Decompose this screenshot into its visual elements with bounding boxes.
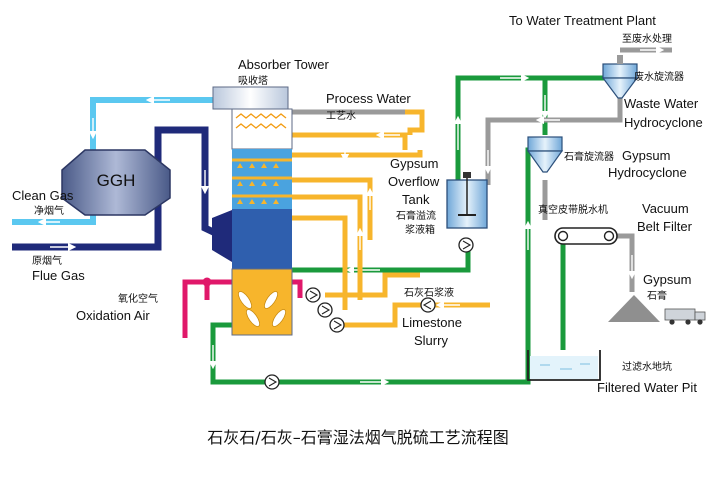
waste-water-hydrocyclone [601,55,639,99]
waste-arrows [483,45,665,280]
overflow-tank-label-en3: Tank [402,192,430,207]
vacuum-belt-filter [554,227,618,245]
limestone-label-en2: Slurry [414,333,448,348]
waste-hydrocyclone-label-zh: 废水旋流器 [634,70,684,83]
overflow-tank-label-en1: Gypsum [390,156,438,171]
diagram-title: 石灰石/石灰–石膏湿法烟气脱硫工艺流程图 [207,428,508,447]
filtrate-return-pump [264,374,280,390]
slurry-arrows [340,130,460,310]
slurry-pump-1 [305,287,321,303]
flue-gas-label-en: Flue Gas [32,268,85,283]
truck-icon [664,308,706,325]
flue-gas-inlet-duct [212,210,232,262]
gypsum-label-en: Gypsum [643,272,691,287]
clean-gas-arrows [37,95,170,227]
slurry-pump-2 [317,302,333,318]
waste-hydrocyclone-label-en1: Waste Water [624,96,699,111]
gypsum-hydrocyclone [526,136,564,173]
filtrate-arrows [208,73,550,387]
vacuum-filter-label-en2: Belt Filter [637,219,693,234]
process-water-label-en: Process Water [326,91,411,106]
oxidation-air-node-left [202,277,212,287]
water-treatment-label-en: To Water Treatment Plant [509,13,656,28]
overflow-tank-label-zh1: 石膏溢流 [396,209,436,222]
vacuum-filter-label-en1: Vacuum [642,201,689,216]
gypsum-label-zh: 石膏 [647,289,667,302]
limestone-label-zh: 石灰石浆液 [404,286,454,299]
water-treatment-label-zh: 至废水处理 [622,32,672,45]
ggh-label: GGH [97,171,136,190]
filtered-pit-label-en: Filtered Water Pit [597,380,697,395]
absorber-tower-label-zh: 吸收塔 [238,74,268,87]
flue-gas-label-zh: 原烟气 [32,254,62,267]
ggh-heat-exchanger: GGH [61,149,171,216]
slurry-lines [292,109,490,328]
overflow-tank-pump [458,237,474,253]
gypsum-hydrocyclone-label-en1: Gypsum [622,148,670,163]
gypsum-overflow-tank [446,172,488,229]
vacuum-filter-label-zh: 真空皮带脱水机 [538,203,608,216]
gypsum-hydrocyclone-label-zh: 石膏旋流器 [564,150,614,163]
clean-gas-label-zh: 净烟气 [34,204,64,217]
gypsum-hydrocyclone-label-en2: Hydrocyclone [608,165,687,180]
absorber-tower-label-en: Absorber Tower [238,57,329,72]
oxidation-air-label-zh: 氧化空气 [118,292,158,305]
oxidation-air-label-en: Oxidation Air [76,308,150,323]
absorber-tower [212,86,293,336]
filtered-pit-label-zh: 过滤水地坑 [622,360,672,373]
limestone-label-en1: Limestone [402,315,462,330]
slurry-pump-3 [329,317,345,333]
process-water-label-zh: 工艺水 [326,110,356,122]
limestone-pump [420,297,436,313]
clean-gas-label-en: Clean Gas [12,188,74,203]
flue-gas-line [12,126,232,251]
filtered-water-pit [527,350,601,381]
overflow-tank-label-zh2: 浆液箱 [405,223,435,236]
waste-hydrocyclone-label-en2: Hydrocyclone [624,115,703,130]
overflow-tank-label-en2: Overflow [388,174,440,189]
gypsum-pile [608,295,660,322]
